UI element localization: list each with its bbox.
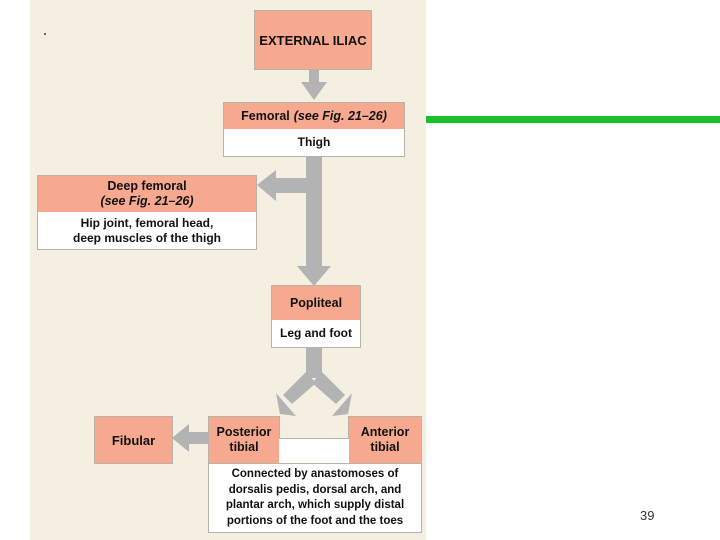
node-fibular-title: Fibular	[95, 417, 172, 463]
arrow-femoral-popliteal-shaft	[306, 157, 322, 269]
node-deep-femoral: Deep femoral (see Fig. 21–26) Hip joint,…	[37, 175, 257, 250]
node-femoral-ref: (see Fig. 21–26)	[293, 108, 387, 123]
stray-mark	[44, 33, 46, 35]
node-external-iliac-title: EXTERNAL ILIAC	[255, 11, 371, 69]
node-anastomoses-line2: dorsalis pedis, dorsal arch, and	[228, 483, 402, 496]
node-deep-femoral-header: Deep femoral (see Fig. 21–26)	[38, 176, 256, 212]
node-posterior-tibial: Posterior tibial	[208, 416, 280, 464]
arrow-femoral-popliteal-head	[297, 266, 331, 286]
node-anastomoses-line1: Connected by anastomoses of	[231, 468, 399, 480]
node-posterior-tibial-title-line1: Posterior	[216, 425, 272, 439]
node-femoral-title: Femoral	[241, 108, 290, 123]
arrow-fibular-head	[172, 424, 189, 452]
node-popliteal: Popliteal Leg and foot	[271, 285, 361, 348]
arrow-deep-femoral-shaft	[274, 178, 308, 193]
node-posterior-tibial-header: Posterior tibial	[209, 417, 279, 463]
node-popliteal-title: Popliteal	[272, 286, 360, 320]
node-deep-femoral-body: Hip joint, femoral head, deep muscles of…	[38, 212, 256, 249]
tibial-connector	[279, 438, 349, 464]
node-femoral-header: Femoral (see Fig. 21–26)	[224, 103, 404, 129]
node-external-iliac: EXTERNAL ILIAC	[254, 10, 372, 70]
node-anastomoses-body: Connected by anastomoses of dorsalis ped…	[209, 464, 421, 532]
node-anterior-tibial-title-line1: Anterior	[360, 425, 410, 439]
arrow-split-right-limb	[312, 372, 345, 404]
node-deep-femoral-body-line1: Hip joint, femoral head,	[80, 215, 214, 230]
node-anterior-tibial-title-line2: tibial	[370, 440, 400, 454]
arrow-iliac-femoral-shaft	[309, 70, 319, 84]
arrow-split-left-limb	[283, 372, 316, 404]
node-posterior-tibial-title-line2: tibial	[229, 440, 259, 454]
node-deep-femoral-body-line2: deep muscles of the thigh	[72, 230, 222, 245]
node-femoral: Femoral (see Fig. 21–26) Thigh	[223, 102, 405, 157]
node-popliteal-body: Leg and foot	[280, 326, 352, 340]
arrow-popliteal-split-stem	[306, 348, 322, 378]
node-anastomoses-line3: plantar arch, which supply distal	[225, 499, 405, 511]
page-number: 39	[640, 508, 655, 523]
node-anterior-tibial: Anterior tibial	[348, 416, 422, 464]
node-deep-femoral-title: Deep femoral	[107, 179, 187, 193]
arrow-split-right-head	[332, 393, 352, 416]
arrow-iliac-femoral-head	[301, 82, 327, 100]
node-anastomoses-line4: portions of the foot and the toes	[226, 514, 404, 527]
node-anterior-tibial-header: Anterior tibial	[349, 417, 421, 463]
arrow-deep-femoral-head	[257, 170, 276, 201]
node-fibular: Fibular	[94, 416, 173, 464]
arrow-split-left-head	[276, 393, 296, 416]
node-anastomoses: Connected by anastomoses of dorsalis ped…	[208, 463, 422, 533]
arrow-fibular-shaft	[187, 432, 211, 444]
node-femoral-body: Thigh	[297, 135, 331, 149]
node-deep-femoral-ref: (see Fig. 21–26)	[100, 194, 194, 208]
accent-line	[426, 116, 720, 123]
